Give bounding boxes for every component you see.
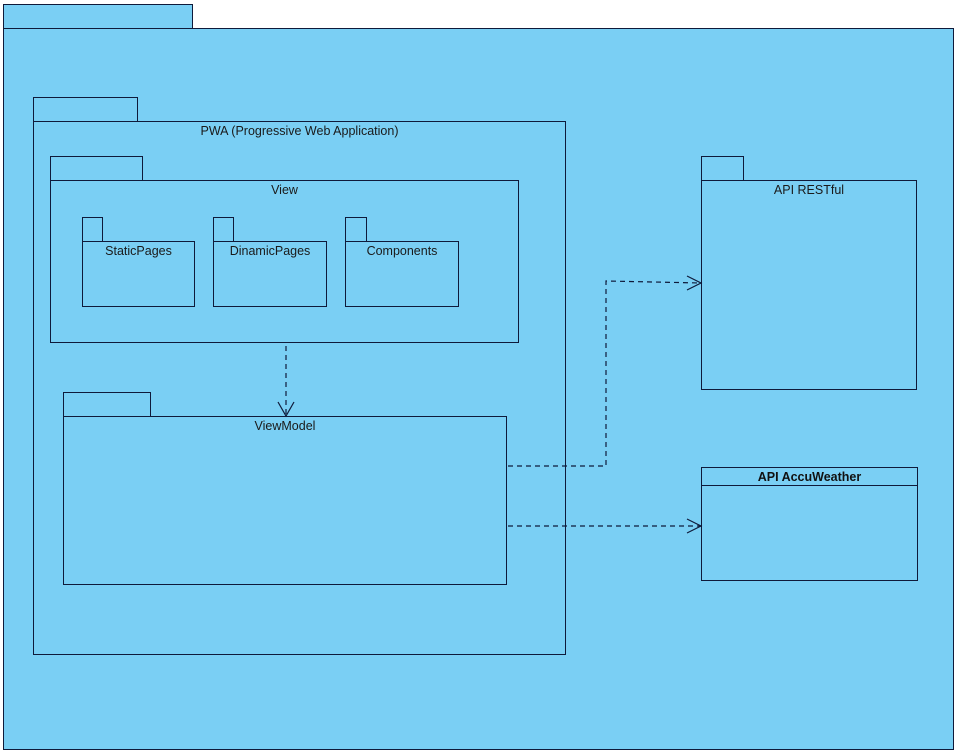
api-restful-label: API RESTful	[773, 183, 845, 197]
dinamic-pages-package-tab[interactable]	[213, 217, 234, 242]
view-package-label: View	[271, 183, 298, 197]
components-label: Components	[366, 244, 438, 258]
pwa-package-label: PWA (Progressive Web Application)	[200, 124, 399, 138]
viewmodel-package-tab[interactable]	[63, 392, 151, 417]
pwa-package-tab[interactable]	[33, 97, 138, 122]
viewmodel-package[interactable]: ViewModel	[63, 416, 507, 585]
static-pages-label: StaticPages	[105, 244, 172, 258]
dinamic-pages-package[interactable]: DinamicPages	[213, 241, 327, 307]
dinamic-pages-label: DinamicPages	[229, 244, 311, 258]
api-restful-package[interactable]: API RESTful	[701, 180, 917, 390]
components-package-tab[interactable]	[345, 217, 367, 242]
viewmodel-label: ViewModel	[254, 419, 316, 433]
view-package-tab[interactable]	[50, 156, 143, 181]
root-package-tab[interactable]	[3, 4, 193, 29]
static-pages-package-tab[interactable]	[82, 217, 103, 242]
api-restful-package-tab[interactable]	[701, 156, 744, 181]
api-accuweather-class[interactable]: API AccuWeather	[701, 467, 918, 581]
api-accuweather-label: API AccuWeather	[702, 468, 917, 486]
static-pages-package[interactable]: StaticPages	[82, 241, 195, 307]
components-package[interactable]: Components	[345, 241, 459, 307]
